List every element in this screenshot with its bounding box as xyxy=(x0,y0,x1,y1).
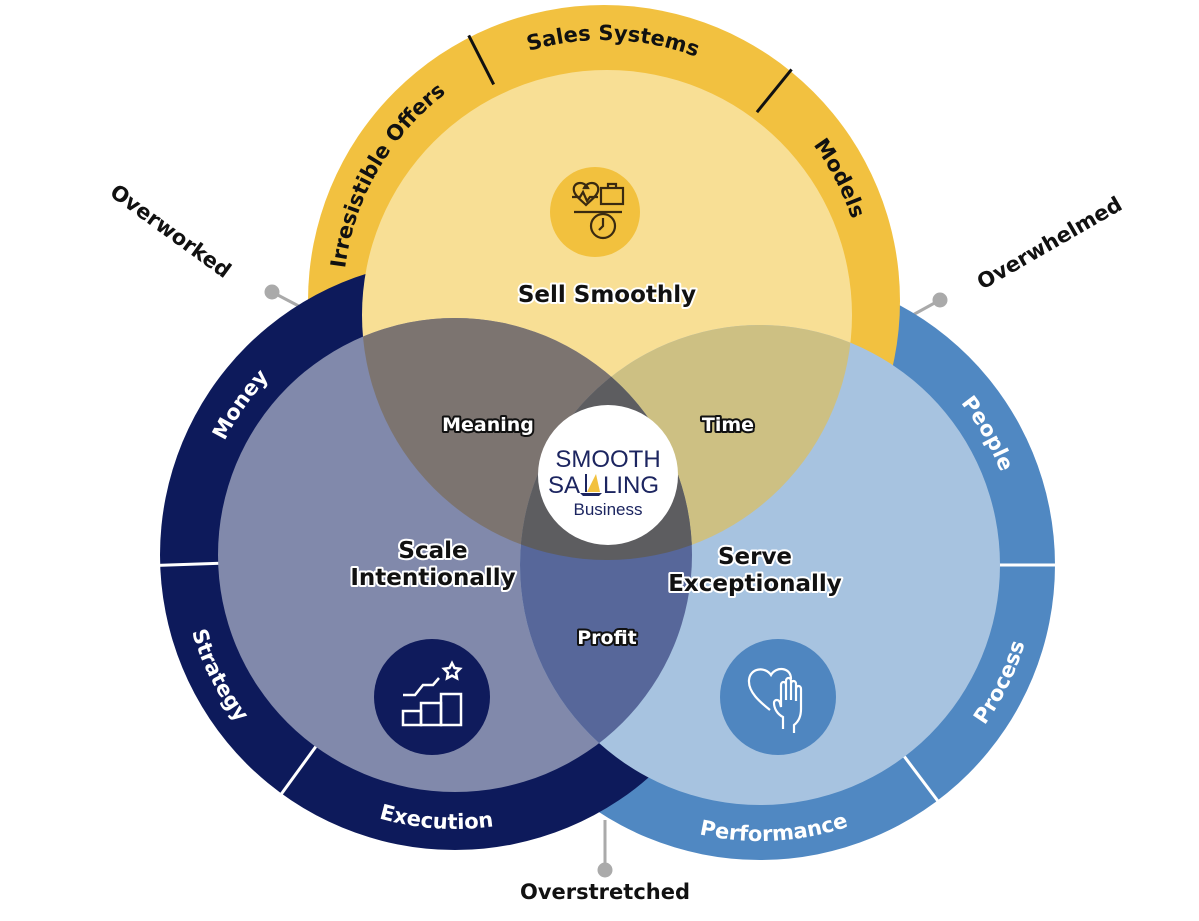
leader-dot-overworked xyxy=(264,284,280,300)
leader-lines xyxy=(264,284,948,878)
outer-label-overworked: Overworked xyxy=(106,179,236,282)
leader-dot-overstretched xyxy=(597,862,613,878)
heart-hand-icon xyxy=(720,639,836,755)
logo-line3: Business xyxy=(574,500,643,519)
title-serve-line1: Serve xyxy=(718,544,792,570)
ring-separator xyxy=(279,744,319,797)
title-scale-line1: Scale xyxy=(398,538,467,564)
logo-line1: SMOOTH xyxy=(555,446,660,473)
balance-icon xyxy=(550,167,640,257)
ring-separator xyxy=(158,561,221,567)
ring-separator xyxy=(755,68,793,114)
logo-line2b: LING xyxy=(603,472,659,499)
leader-dot-overwhelmed xyxy=(932,292,948,308)
overlap-label-time: Time xyxy=(702,414,754,436)
ring-separators xyxy=(158,34,1057,804)
title-serve-line2: Exceptionally xyxy=(668,571,842,597)
outer-label-overwhelmed: Overwhelmed xyxy=(973,192,1126,294)
outer-label-overstretched: Overstretched xyxy=(520,880,690,904)
growth-chart-star-icon xyxy=(374,639,490,755)
title-scale-line2: Intentionally xyxy=(350,565,515,591)
ring-separator xyxy=(467,34,496,86)
logo-line2a: SA xyxy=(548,472,580,499)
ring-separator xyxy=(902,754,940,804)
overlap-label-meaning: Meaning xyxy=(442,414,534,436)
smooth-sailing-logo: SMOOTH SA LING Business xyxy=(538,405,678,545)
sail-icon xyxy=(580,474,602,496)
overlap-label-profit: Profit xyxy=(577,627,637,649)
title-sell-smoothly: Sell Smoothly xyxy=(518,282,696,308)
